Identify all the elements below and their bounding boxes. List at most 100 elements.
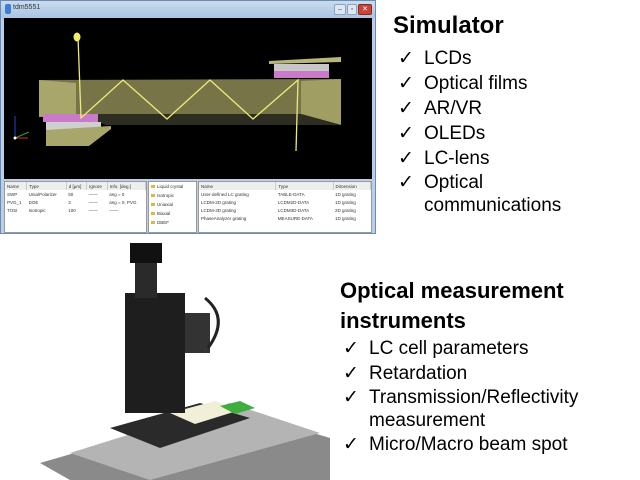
item-label: Retardation — [369, 363, 468, 384]
cell: ang = 0 — [109, 191, 125, 197]
col-header[interactable]: d [µm] — [66, 182, 88, 190]
out-coupler-top — [269, 57, 341, 64]
axis-y-icon — [14, 131, 30, 139]
cell: 3 — [68, 199, 71, 205]
cell: TABLE-DATA — [277, 191, 305, 197]
cell: 2D grating — [335, 207, 356, 213]
check-icon: ✓ — [398, 73, 414, 94]
tree-item[interactable]: Uniaxial — [149, 200, 196, 209]
app-icon — [5, 4, 11, 14]
light-ray-path — [77, 36, 299, 152]
cell: LCDM2D-DATA — [277, 199, 310, 205]
camera-tube — [135, 258, 157, 298]
side-unit — [185, 313, 210, 353]
heading-line: instruments — [340, 308, 466, 333]
list-item: ✓ Optical films — [398, 71, 588, 96]
item-label: OLEDs — [424, 123, 486, 144]
check-icon: ✓ — [398, 148, 414, 169]
tree-item[interactable]: Isotropic — [149, 191, 196, 200]
cell: 50 — [68, 191, 74, 197]
col-header[interactable]: Type — [275, 182, 334, 190]
title-bar: tdm5551 – ▫ ✕ — [1, 1, 375, 18]
check-icon: ✓ — [343, 363, 359, 384]
item-label: Optical communications — [424, 172, 562, 216]
list-item: ✓ LC-lens — [398, 146, 588, 171]
list-item: ✓ Retardation — [343, 361, 640, 386]
cable — [204, 296, 220, 349]
list-item: ✓Transmission/Reflectivity measurement — [343, 386, 640, 432]
table-row[interactable]: LCDM-2D grating LCDM2D-DATA 1D grating — [199, 198, 371, 206]
film-layer — [274, 64, 329, 71]
film-layer — [46, 122, 101, 130]
cell: PVG_1 — [7, 199, 22, 205]
cell: DOE — [28, 199, 39, 205]
3d-viewport[interactable] — [4, 18, 372, 179]
cell: TOSI — [7, 207, 18, 213]
simulator-heading: Simulator — [393, 12, 504, 39]
cell: LCDM-3D grating — [201, 207, 237, 213]
item-label: Micro/Macro beam spot — [369, 434, 568, 455]
col-header[interactable]: Dimension — [333, 182, 371, 190]
cell: 100 — [68, 207, 76, 213]
cell: —— — [88, 191, 98, 197]
list-item: ✓LC cell parameters — [343, 336, 640, 361]
item-label: Optical films — [424, 73, 528, 94]
cell: Unia/Polarizer — [28, 191, 57, 197]
cell: MEASURE-DATA — [277, 215, 313, 221]
cell: User-defined LC grating — [201, 191, 249, 197]
check-icon: ✓ — [343, 434, 359, 455]
cell: LCDM-2D grating — [201, 199, 237, 205]
cell: Isotropic — [28, 207, 46, 213]
close-button[interactable]: ✕ — [358, 4, 372, 15]
item-label: LCDs — [424, 48, 472, 69]
table-row[interactable]: SWP Unia/Polarizer 50 —— ang = 0 — [5, 190, 146, 198]
check-icon: ✓ — [398, 123, 414, 144]
col-header[interactable]: Info. [deg.] — [107, 182, 146, 190]
table-row[interactable]: PVG_1 DOE 3 —— ang = 0, PVG — [5, 198, 146, 206]
check-icon: ✓ — [398, 98, 414, 119]
cell: —— — [88, 199, 98, 205]
item-label: AR/VR — [424, 98, 483, 119]
table-row[interactable]: User-defined LC grating TABLE-DATA 1D grat… — [199, 190, 371, 198]
simulator-list: ✓ LCDs ✓ Optical films ✓ AR/VR ✓ OLEDs ✓ LC-l… — [398, 46, 588, 217]
tree-item[interactable]: Biaxial — [149, 209, 196, 218]
list-item: ✓ Micro/Macro beam spot — [343, 432, 640, 457]
measurement-list: ✓LC cell parameters ✓Retardation ✓Transm… — [343, 336, 640, 457]
minimize-button[interactable]: – — [334, 4, 346, 15]
col-header[interactable]: Type — [26, 182, 67, 190]
tree-item[interactable]: DBEF — [149, 218, 196, 227]
heading-line: Optical measurement — [340, 278, 564, 303]
measurement-instrument-photo — [40, 243, 330, 480]
item-label: LC cell parameters — [369, 338, 529, 359]
list-item: ✓ OLEDs — [398, 121, 588, 146]
material-tree[interactable]: Liquid crystal Isotropic Uniaxial Biaxia… — [148, 181, 197, 233]
col-header[interactable]: Ignore — [86, 182, 108, 190]
waveguide-floor — [76, 114, 341, 125]
check-icon: ✓ — [398, 172, 414, 193]
cell: SWP — [7, 191, 18, 197]
cell: 1D grating — [335, 191, 356, 197]
tree-item[interactable]: Liquid crystal — [149, 182, 196, 191]
item-label: LC-lens — [424, 148, 490, 169]
sample-green — [220, 401, 255, 414]
cell: PhaseAnalyzer grating — [201, 215, 247, 221]
check-icon: ✓ — [398, 48, 414, 69]
col-header[interactable]: Name — [5, 182, 28, 190]
light-source-icon — [73, 32, 81, 42]
cell: 1D grating — [335, 199, 356, 205]
in-coupler-base — [46, 126, 111, 146]
list-item: ✓ Optical communications — [398, 171, 588, 217]
measurement-heading: Optical measurement instruments — [340, 276, 564, 336]
cell: ang = 0, PVG — [109, 199, 137, 205]
maximize-button[interactable]: ▫ — [347, 4, 357, 15]
list-item: ✓ AR/VR — [398, 96, 588, 121]
cell: —— — [88, 207, 98, 213]
col-header[interactable]: Name — [199, 182, 277, 190]
column — [125, 293, 185, 413]
